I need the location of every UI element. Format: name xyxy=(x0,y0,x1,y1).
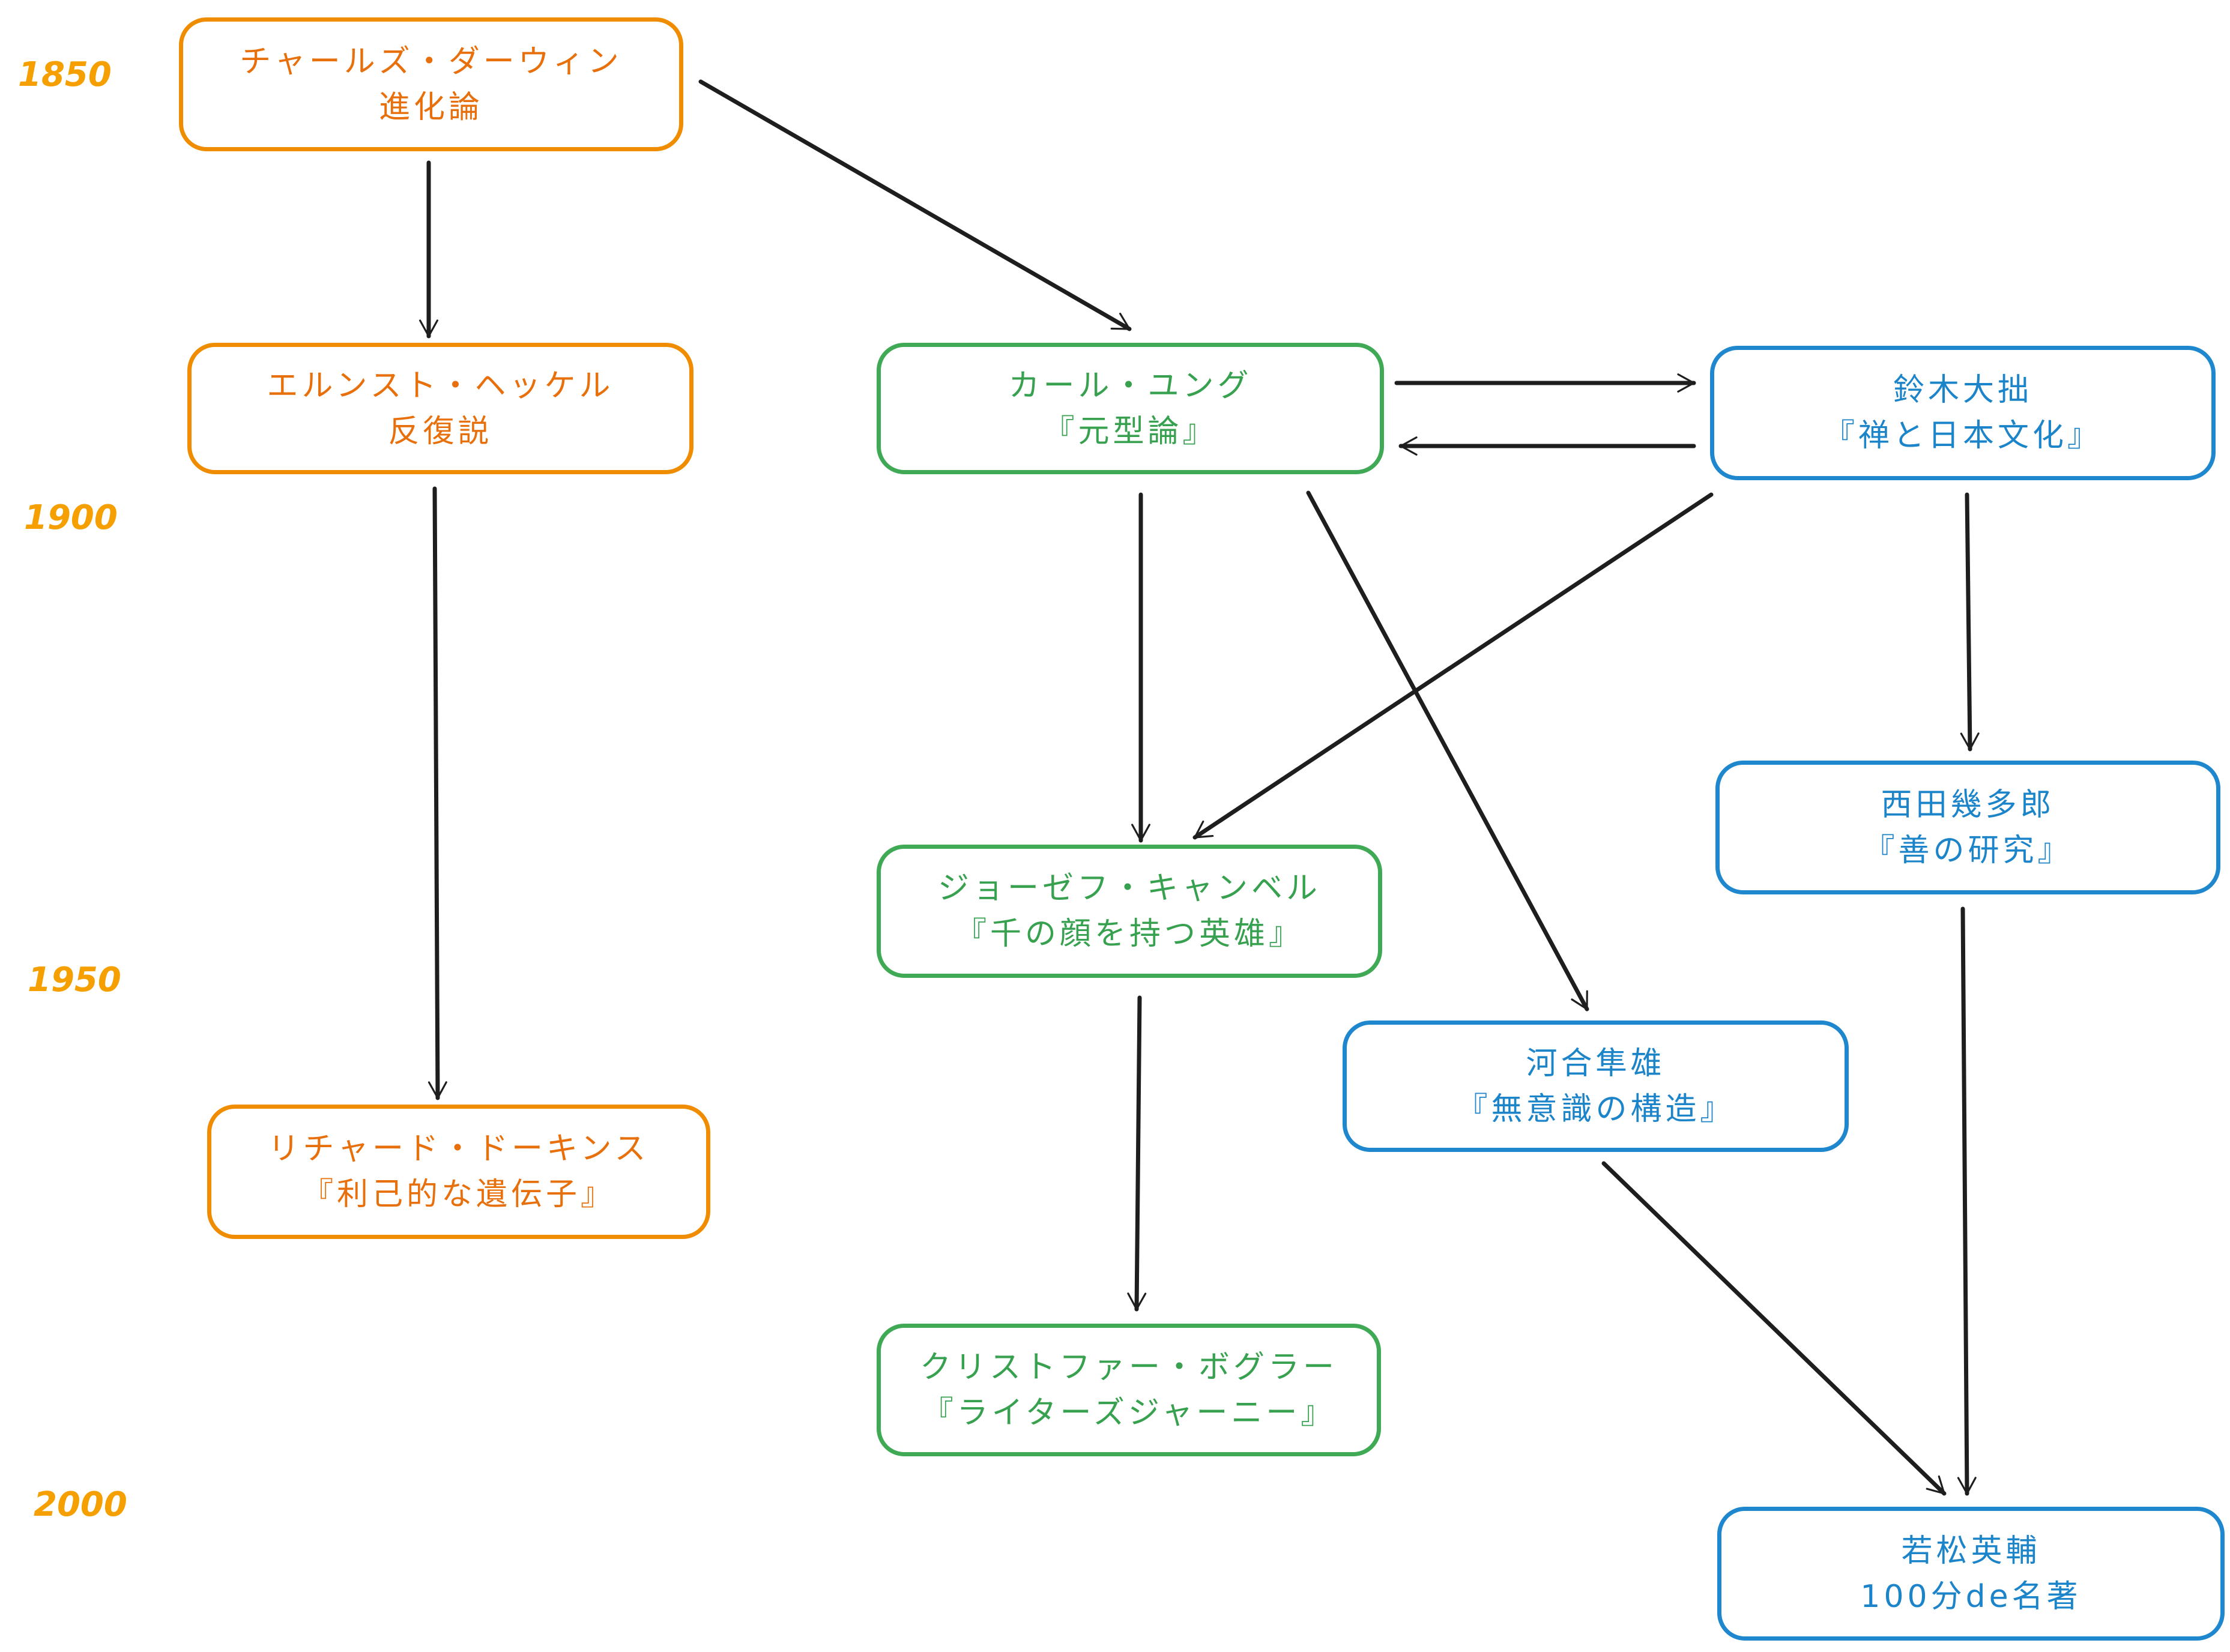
node-work: 100分de名著 xyxy=(1860,1578,2082,1615)
node-bogler[interactable]: クリストファー・ボグラー 『ライターズジャーニー』 xyxy=(877,1324,1381,1456)
node-name: 若松英輔 xyxy=(1901,1533,2041,1569)
node-wakamatsu[interactable]: 若松英輔 100分de名著 xyxy=(1717,1507,2225,1641)
year-label-1900: 1900 xyxy=(24,498,118,537)
node-name: リチャード・ドーキンス xyxy=(268,1131,650,1167)
arrow-haeckel-to-dawkins[interactable] xyxy=(428,486,447,1100)
node-darwin[interactable]: チャールズ・ダーウィン 進化論 xyxy=(179,17,683,151)
arrow-suzuki-to-campbell[interactable] xyxy=(1192,492,1714,840)
arrow-kawai-to-wakamatsu[interactable] xyxy=(1601,1161,1947,1496)
node-campbell[interactable]: ジョーゼフ・キャンベル 『千の顔を持つ英雄』 xyxy=(877,845,1382,978)
node-haeckel[interactable]: エルンスト・ヘッケル 反復説 xyxy=(187,343,693,474)
arrow-nishida-to-wakamatsu[interactable] xyxy=(1957,906,1977,1496)
year-label-1850: 1850 xyxy=(18,55,112,94)
edges-layer xyxy=(419,79,1980,1496)
year-label-1950: 1950 xyxy=(28,960,121,999)
node-work: 『ライターズジャーニー』 xyxy=(922,1394,1336,1431)
node-kawai[interactable]: 河合隼雄 『無意識の構造』 xyxy=(1343,1020,1849,1152)
node-work: 『利己的な遺伝子』 xyxy=(301,1177,615,1213)
node-name: クリストファー・ボグラー xyxy=(919,1349,1338,1385)
node-work: 進化論 xyxy=(378,89,483,125)
node-jung[interactable]: カール・ユング 『元型論』 xyxy=(877,343,1384,474)
node-name: エルンスト・ヘッケル xyxy=(267,367,614,404)
arrow-campbell-to-bogler[interactable] xyxy=(1127,995,1147,1312)
node-work: 反復説 xyxy=(388,413,493,450)
node-name: チャールズ・ダーウィン xyxy=(240,43,623,80)
arrow-suzuki-to-nishida[interactable] xyxy=(1960,492,1980,752)
arrow-darwin-to-jung[interactable] xyxy=(698,79,1132,331)
node-work: 『善の研究』 xyxy=(1863,832,2073,869)
arrow-jung-to-kawai[interactable] xyxy=(1306,490,1589,1011)
node-nishida[interactable]: 西田幾多郎 『善の研究』 xyxy=(1715,761,2220,894)
year-label-2000: 2000 xyxy=(34,1485,127,1524)
node-name: カール・ユング xyxy=(1008,367,1252,404)
node-work: 『元型論』 xyxy=(1043,413,1218,450)
node-suzuki[interactable]: 鈴木大拙 『禅と日本文化』 xyxy=(1710,346,2216,480)
node-dawkins[interactable]: リチャード・ドーキンス 『利己的な遺伝子』 xyxy=(207,1105,710,1239)
node-name: 河合隼雄 xyxy=(1526,1045,1666,1082)
node-work: 『無意識の構造』 xyxy=(1456,1091,1735,1127)
node-name: ジョーゼフ・キャンベル xyxy=(937,870,1321,906)
node-work: 『千の顔を持つ英雄』 xyxy=(955,916,1304,952)
node-work: 『禅と日本文化』 xyxy=(1823,418,2102,454)
node-name: 鈴木大拙 xyxy=(1893,372,2032,408)
node-name: 西田幾多郎 xyxy=(1881,786,2055,823)
